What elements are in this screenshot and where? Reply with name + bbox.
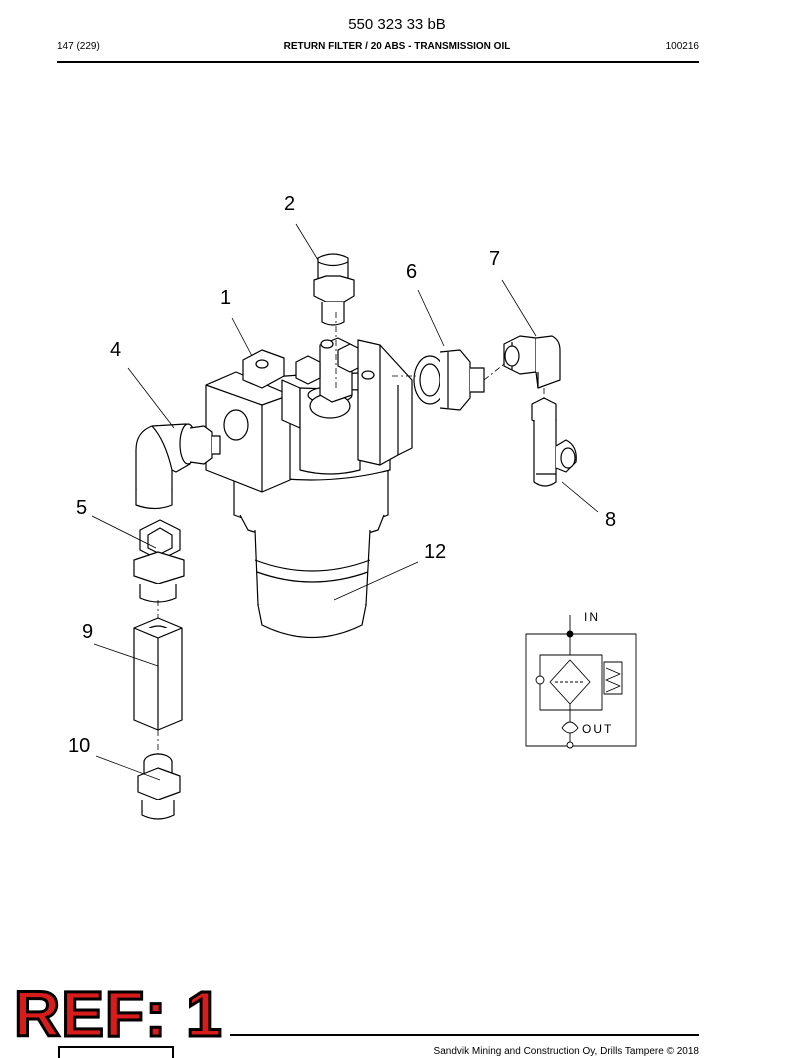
filter-head-part-1 xyxy=(205,337,413,493)
tee-part-8 xyxy=(531,397,577,487)
callout-4: 4 xyxy=(110,339,121,361)
callout-10: 10 xyxy=(68,735,90,757)
symbol-in-label: IN xyxy=(584,610,600,624)
footer-rule xyxy=(230,1034,699,1036)
fitting-part-2 xyxy=(313,253,355,326)
filter-bowl-part-12 xyxy=(233,469,389,638)
elbow-part-4 xyxy=(135,423,221,510)
company-logo xyxy=(58,1046,174,1058)
adapter-part-6 xyxy=(413,349,485,411)
document-number: 550 323 33 bB xyxy=(348,16,446,33)
leader-lines xyxy=(91,223,599,781)
elbow-part-7 xyxy=(503,335,561,389)
callout-7: 7 xyxy=(489,248,500,270)
callout-1: 1 xyxy=(220,287,231,309)
ref-stamp: REF: 1 xyxy=(13,978,224,1050)
page-number: 147 (229) xyxy=(57,41,100,52)
cylinder-part-9 xyxy=(133,617,183,731)
callout-2: 2 xyxy=(284,193,295,215)
callout-5: 5 xyxy=(76,497,87,519)
nut-part-5 xyxy=(133,519,185,603)
fitting-part-10 xyxy=(137,753,181,820)
page-title: RETURN FILTER / 20 ABS - TRANSMISSION OI… xyxy=(283,41,511,52)
callout-9: 9 xyxy=(82,621,93,643)
callout-12: 12 xyxy=(424,541,446,563)
header-rule xyxy=(57,61,699,63)
callout-8: 8 xyxy=(605,509,616,531)
hydraulic-filter-symbol xyxy=(525,615,637,749)
symbol-out-label: OUT xyxy=(582,722,613,736)
footer-copyright: Sandvik Mining and Construction Oy, Dril… xyxy=(433,1046,699,1057)
drawing-code: 100216 xyxy=(665,41,699,52)
callout-6: 6 xyxy=(406,261,417,283)
